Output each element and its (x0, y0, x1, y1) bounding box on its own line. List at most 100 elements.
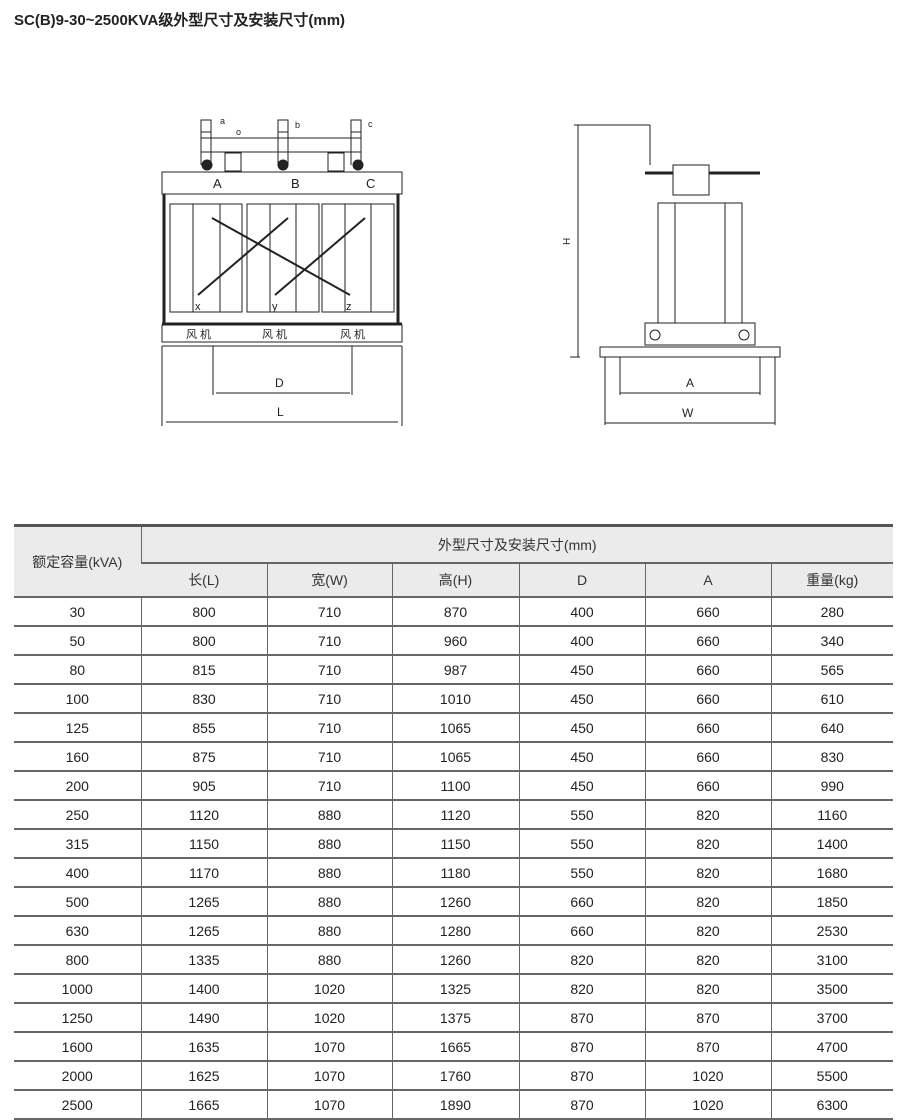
table-cell: 710 (266, 597, 392, 627)
table-cell: 870 (391, 597, 519, 627)
table-cell: 870 (644, 1003, 771, 1033)
table-cell: 820 (644, 829, 771, 859)
table-cell: 100 (14, 684, 141, 714)
dimension-l-label: L (277, 405, 284, 419)
table-cell: 3500 (770, 974, 893, 1004)
table-cell: 1265 (140, 887, 267, 917)
table-cell: 800 (140, 626, 267, 656)
table-cell: 660 (518, 916, 645, 946)
table-cell: 610 (770, 684, 893, 714)
table-cell: 3100 (770, 945, 893, 975)
neutral-label-x: x (195, 301, 201, 313)
table-cell: 1000 (14, 974, 141, 1004)
table-cell: 660 (644, 655, 771, 685)
table-cell: 1335 (140, 945, 267, 975)
table-cell: 987 (391, 655, 519, 685)
table-cell: 30 (14, 597, 141, 627)
table-cell: 1170 (140, 858, 267, 888)
table-cell: 1400 (770, 829, 893, 859)
table-cell: 1070 (266, 1061, 392, 1091)
table-cell: 1850 (770, 887, 893, 917)
table-cell: 1260 (391, 945, 519, 975)
table-cell: 550 (518, 858, 645, 888)
table-cell: 5500 (770, 1061, 893, 1091)
table-cell: 250 (14, 800, 141, 830)
neutral-label-y: y (272, 301, 278, 313)
neutral-label-z: z (346, 301, 352, 313)
table-cell: 1265 (140, 916, 267, 946)
header-weight: 重量(kg) (770, 562, 893, 598)
dimensions-table: 额定容量(kVA) 外型尺寸及安装尺寸(mm) 长(L) 宽(W) 高(H) D… (14, 524, 893, 1120)
header-capacity: 额定容量(kVA) (14, 524, 141, 598)
table-cell: 880 (266, 887, 392, 917)
bus-label-a: a (220, 116, 225, 126)
table-cell: 125 (14, 713, 141, 743)
table-cell: 660 (644, 684, 771, 714)
table-cell: 450 (518, 742, 645, 772)
header-group: 外型尺寸及安装尺寸(mm) (140, 524, 893, 564)
table-cell: 1490 (140, 1003, 267, 1033)
table-cell: 1100 (391, 771, 519, 801)
table-cell: 875 (140, 742, 267, 772)
table-cell: 450 (518, 684, 645, 714)
table-cell: 870 (518, 1090, 645, 1120)
table-cell: 450 (518, 655, 645, 685)
table-cell: 1020 (266, 1003, 392, 1033)
header-a: A (644, 562, 771, 598)
table-cell: 820 (644, 945, 771, 975)
table-cell: 550 (518, 800, 645, 830)
table-cell: 6300 (770, 1090, 893, 1120)
table-cell: 710 (266, 713, 392, 743)
table-cell: 630 (14, 916, 141, 946)
table-cell: 1065 (391, 713, 519, 743)
bus-label-o: o (236, 127, 241, 137)
table-cell: 550 (518, 829, 645, 859)
table-cell: 1280 (391, 916, 519, 946)
table-cell: 1260 (391, 887, 519, 917)
dimension-a-label: A (686, 376, 694, 390)
header-d: D (518, 562, 645, 598)
table-cell: 800 (14, 945, 141, 975)
table-cell: 315 (14, 829, 141, 859)
table-cell: 200 (14, 771, 141, 801)
table-cell: 565 (770, 655, 893, 685)
table-cell: 710 (266, 626, 392, 656)
bus-label-b: b (295, 120, 300, 130)
table-cell: 1070 (266, 1032, 392, 1062)
fan-label-2: 风 机 (262, 327, 287, 341)
table-cell: 710 (266, 684, 392, 714)
table-cell: 280 (770, 597, 893, 627)
table-cell: 870 (518, 1032, 645, 1062)
table-cell: 820 (644, 800, 771, 830)
table-cell: 660 (644, 713, 771, 743)
table-cell: 830 (140, 684, 267, 714)
header-height: 高(H) (391, 562, 519, 598)
table-cell: 1400 (140, 974, 267, 1004)
table-cell: 660 (644, 742, 771, 772)
table-cell: 815 (140, 655, 267, 685)
table-cell: 2000 (14, 1061, 141, 1091)
table-cell: 340 (770, 626, 893, 656)
table-cell: 870 (518, 1003, 645, 1033)
table-cell: 1150 (140, 829, 267, 859)
table-cell: 1600 (14, 1032, 141, 1062)
table-cell: 1020 (644, 1090, 771, 1120)
table-cell: 880 (266, 945, 392, 975)
table-cell: 1010 (391, 684, 519, 714)
table-cell: 640 (770, 713, 893, 743)
table-cell: 1180 (391, 858, 519, 888)
table-cell: 160 (14, 742, 141, 772)
phase-label-c: C (366, 176, 375, 191)
